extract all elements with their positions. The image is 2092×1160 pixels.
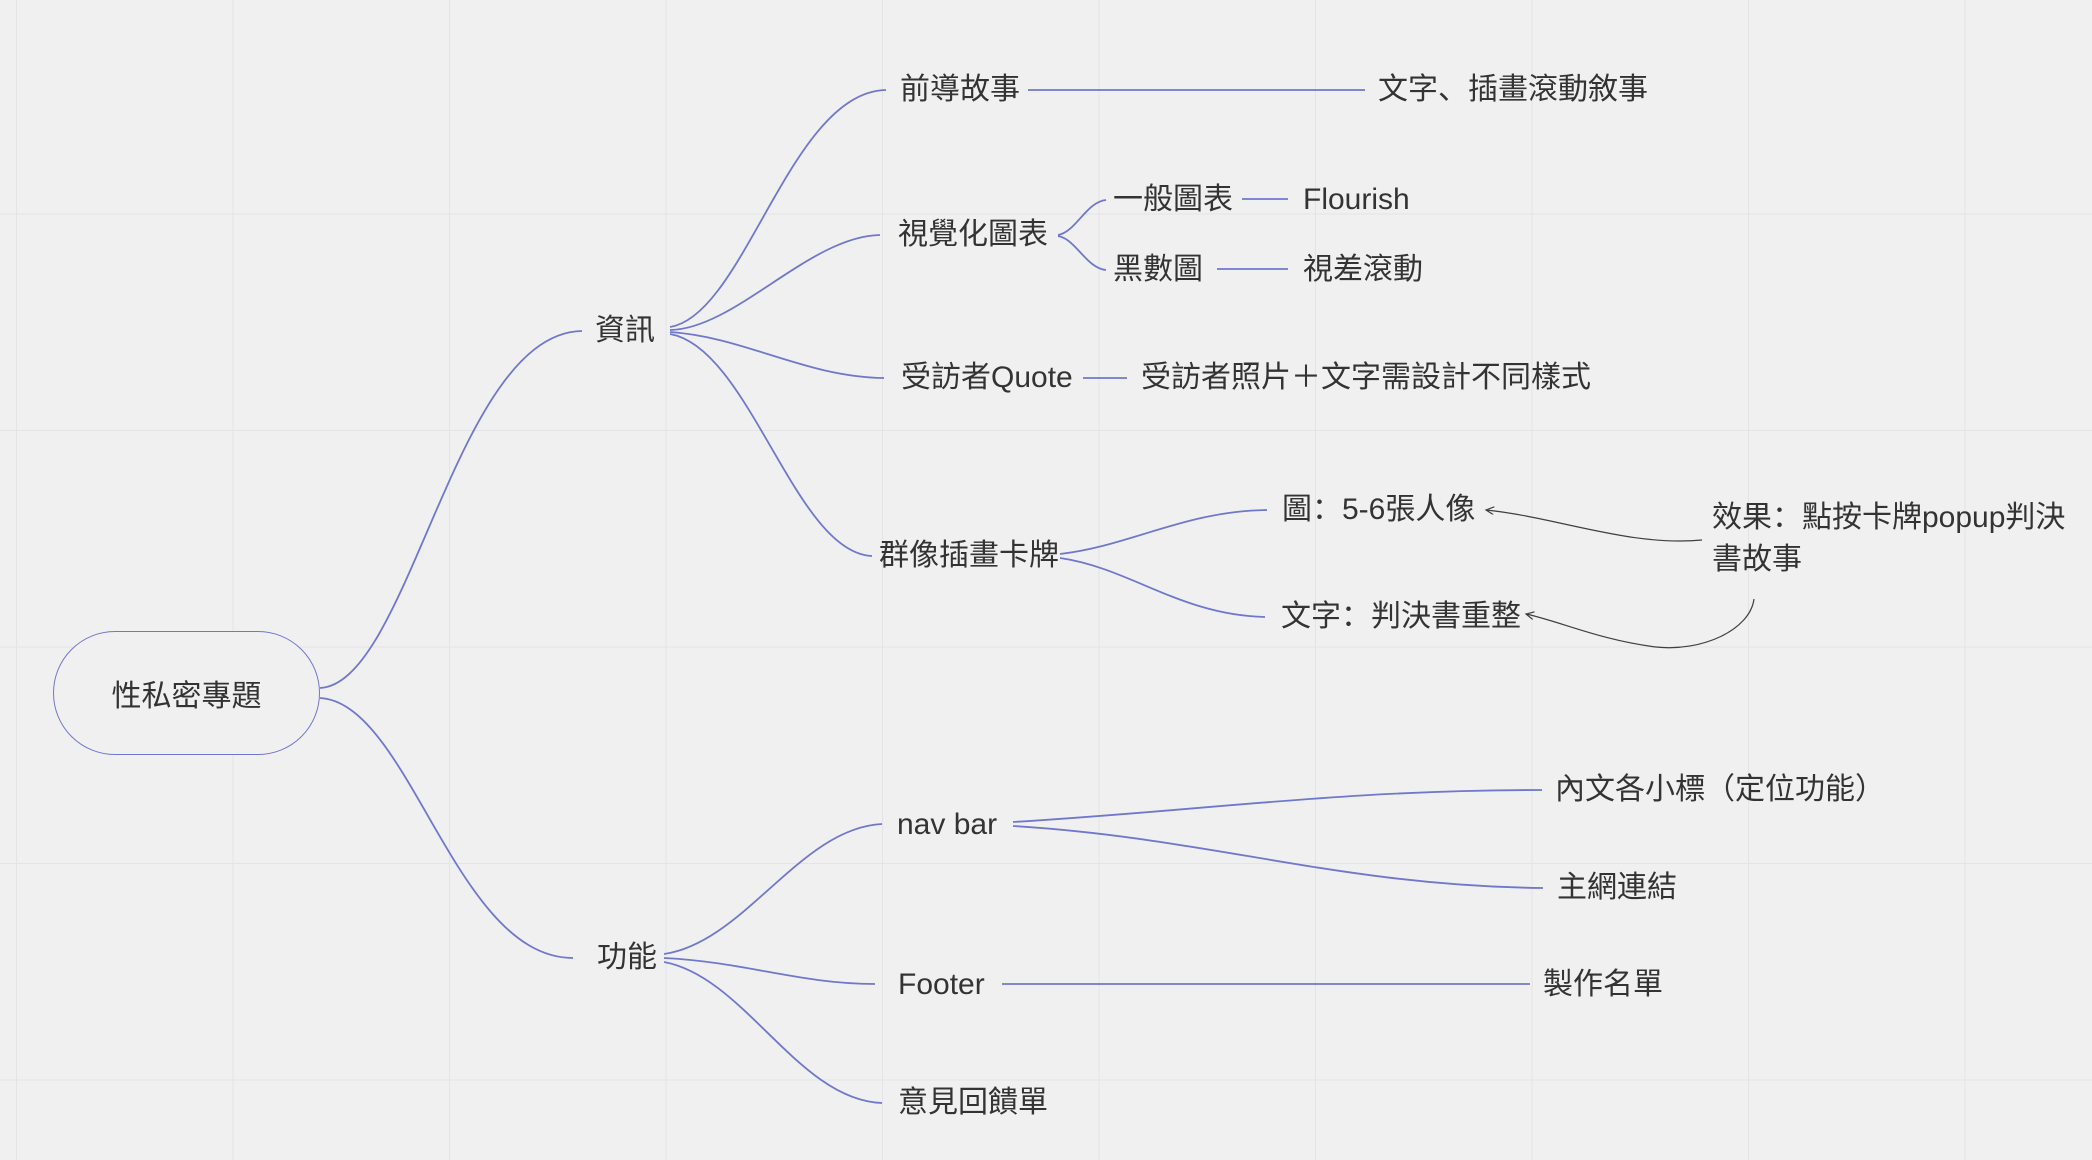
node-cards-text[interactable]: 文字：判決書重整: [1281, 600, 1521, 633]
arrow-effect-to-text: [1526, 598, 1755, 649]
annotation-card-effect[interactable]: 效果：點按卡牌popup判決書故事: [1712, 501, 2066, 576]
node-footer-credits[interactable]: 製作名單: [1543, 968, 1663, 1001]
edge-root-info: [319, 330, 583, 689]
node-visualization[interactable]: 視覺化圖表: [898, 218, 1048, 251]
edge-cards-image: [1059, 509, 1268, 555]
node-lead-story-child[interactable]: 文字、插畫滾動敘事: [1378, 73, 1648, 106]
node-navbar-headings[interactable]: 內文各小標（定位功能）: [1555, 773, 1885, 806]
node-cards-image[interactable]: 圖：5-6張人像: [1282, 493, 1476, 526]
edge-cards-text: [1059, 557, 1266, 618]
node-dark-chart[interactable]: 黑數圖: [1113, 253, 1203, 286]
node-navbar-mainlink[interactable]: 主網連結: [1557, 871, 1677, 904]
node-root[interactable]: 性私密專題: [53, 631, 320, 755]
edge-func-footer: [663, 957, 876, 985]
node-parallax[interactable]: 視差滾動: [1303, 253, 1423, 286]
arrow-effect-to-image: [1486, 510, 1703, 542]
edge-info-quote: [669, 331, 885, 379]
node-flourish[interactable]: Flourish: [1303, 183, 1410, 216]
edge-navbar-headings: [1012, 789, 1543, 823]
node-info[interactable]: 資訊: [595, 314, 655, 347]
node-general-chart[interactable]: 一般圖表: [1113, 183, 1233, 216]
edge-func-navbar: [663, 823, 883, 955]
node-quote[interactable]: 受訪者Quote: [901, 361, 1073, 394]
node-quote-child[interactable]: 受訪者照片＋文字需設計不同樣式: [1141, 361, 1591, 394]
node-navbar[interactable]: nav bar: [897, 808, 998, 841]
edge-info-visualization: [669, 234, 881, 331]
node-footer[interactable]: Footer: [898, 968, 985, 1001]
edge-func-feedback: [663, 961, 883, 1104]
node-func[interactable]: 功能: [597, 941, 657, 974]
node-cards[interactable]: 群像插畫卡牌: [879, 539, 1059, 572]
edge-viz-general-chart: [1057, 199, 1107, 236]
edge-viz-dark-chart: [1057, 235, 1107, 271]
edge-root-func: [319, 697, 574, 959]
edge-navbar-mainlink: [1012, 825, 1544, 889]
edge-info-lead-story: [669, 89, 887, 328]
edge-info-cards: [669, 333, 873, 557]
node-feedback[interactable]: 意見回饋單: [898, 1086, 1048, 1119]
node-lead-story[interactable]: 前導故事: [900, 73, 1020, 106]
